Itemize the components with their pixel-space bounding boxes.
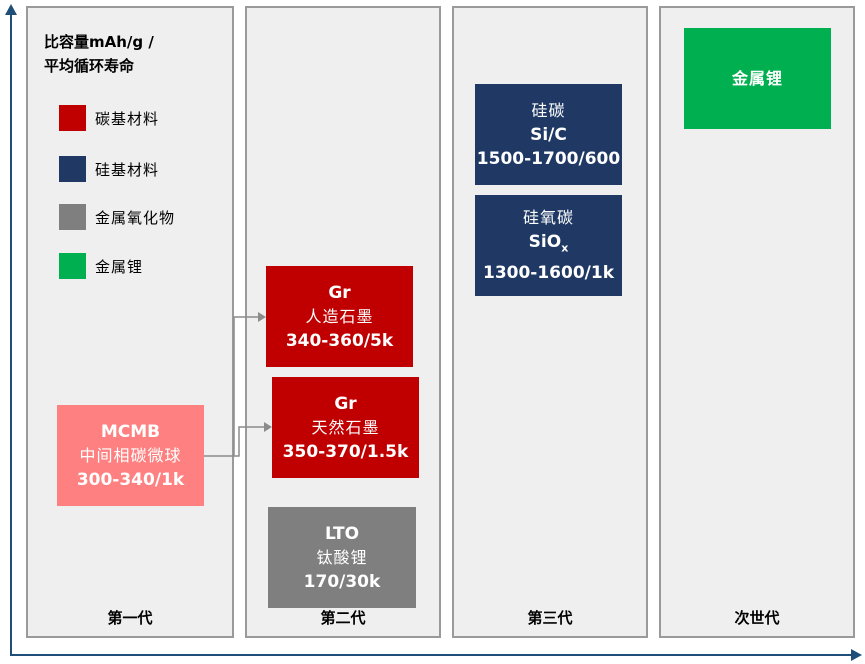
- y-axis: [10, 14, 12, 656]
- y-axis-arrow-icon: [5, 4, 17, 15]
- material-box-si-c: 硅碳 Si/C 1500-1700/600: [475, 84, 622, 185]
- x-axis-arrow-icon: [851, 649, 862, 661]
- material-box-li-metal: 金属锂: [684, 28, 831, 129]
- material-box-mcmb: MCMB 中间相碳微球 300-340/1k: [57, 405, 204, 506]
- lto-name: LTO: [324, 523, 360, 544]
- legend-label-lithium-metal: 金属锂: [95, 257, 144, 276]
- sio-x-name-sub: x: [561, 241, 569, 255]
- legend-label-silicon: 硅基材料: [95, 160, 160, 179]
- legend-swatch-silicon: [59, 156, 86, 182]
- arrowhead-natural-gr: [264, 422, 272, 432]
- legend-swatch-carbon: [59, 105, 86, 131]
- mcmb-name: MCMB: [100, 421, 161, 442]
- gr-natural-name: Gr: [334, 393, 357, 414]
- legend-item-carbon: 碳基材料: [59, 104, 159, 132]
- legend-swatch-metal-oxide: [59, 204, 86, 230]
- gr-artificial-name: Gr: [328, 282, 351, 303]
- si-c-name: Si/C: [530, 124, 567, 145]
- legend-item-lithium-metal: 金属锂: [59, 252, 143, 280]
- gr-artificial-cn-name: 人造石墨: [305, 306, 374, 326]
- column-gen1: 第一代: [26, 6, 234, 638]
- legend-title: 比容量mAh/g / 平均循环寿命: [44, 30, 194, 78]
- sio-x-value: 1300-1600/1k: [482, 262, 615, 283]
- material-box-gr-natural: Gr 天然石墨 350-370/1.5k: [272, 377, 419, 478]
- legend-label-metal-oxide: 金属氧化物: [95, 208, 176, 227]
- lto-value: 170/30k: [303, 571, 381, 592]
- sio-x-name: SiOx: [529, 230, 569, 260]
- legend-item-silicon: 硅基材料: [59, 155, 159, 183]
- gr-artificial-value: 340-360/5k: [285, 330, 394, 351]
- legend-title-line2: 平均循环寿命: [44, 57, 135, 75]
- legend-title-line1: 比容量mAh/g /: [44, 33, 154, 51]
- si-c-value: 1500-1700/600: [476, 148, 621, 169]
- legend-item-metal-oxide: 金属氧化物: [59, 203, 175, 231]
- si-c-cn-name: 硅碳: [531, 100, 566, 120]
- sio-x-name-base: SiO: [528, 232, 562, 253]
- x-axis: [10, 654, 853, 656]
- li-metal-cn-name: 金属锂: [731, 68, 783, 88]
- gr-natural-value: 350-370/1.5k: [282, 441, 409, 462]
- material-box-gr-artificial: Gr 人造石墨 340-360/5k: [266, 266, 413, 367]
- connector-mcmb-to-artificial-gr: [204, 316, 258, 457]
- column-gen2-label: 第二代: [320, 609, 366, 627]
- sio-x-cn-name: 硅氧碳: [522, 208, 574, 228]
- column-next-gen-label: 次世代: [734, 609, 780, 627]
- legend-swatch-lithium-metal: [59, 253, 86, 279]
- arrowhead-artificial-gr: [258, 312, 266, 322]
- connector-mcmb-to-natural-gr: [234, 426, 264, 457]
- mcmb-cn-name: 中间相碳微球: [79, 445, 182, 465]
- mcmb-value: 300-340/1k: [76, 469, 185, 490]
- legend-label-carbon: 碳基材料: [95, 109, 160, 128]
- gr-natural-cn-name: 天然石墨: [311, 417, 380, 437]
- material-box-sio-x: 硅氧碳 SiOx 1300-1600/1k: [475, 195, 622, 296]
- column-gen3-label: 第三代: [527, 609, 573, 627]
- lto-cn-name: 钛酸锂: [316, 547, 368, 567]
- material-box-lto: LTO 钛酸锂 170/30k: [268, 507, 416, 608]
- column-gen1-label: 第一代: [107, 609, 153, 627]
